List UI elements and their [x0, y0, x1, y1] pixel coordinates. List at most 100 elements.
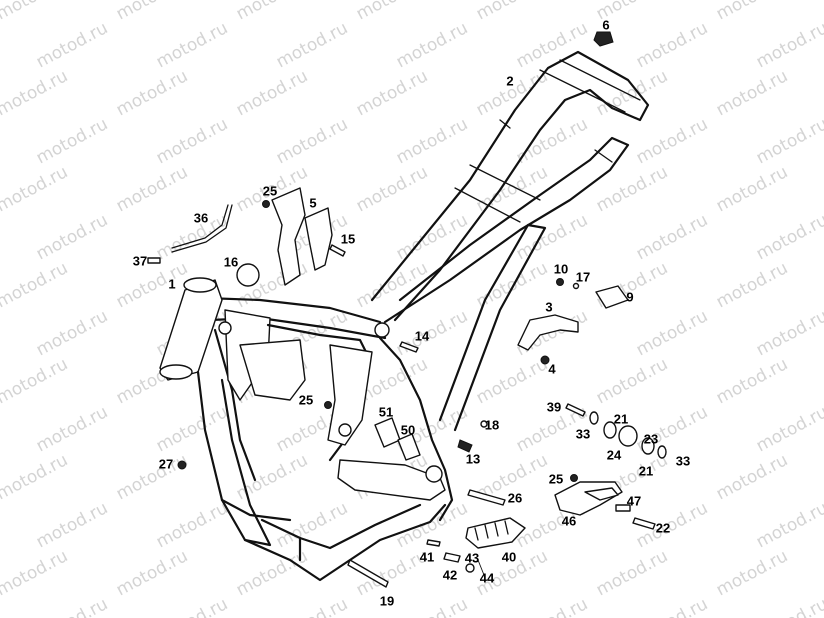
watermark-text: motod.ru	[753, 498, 824, 552]
watermark-text: motod.ru	[393, 210, 471, 264]
part-14-bolt	[399, 341, 419, 353]
lower-cradle-inner	[260, 503, 422, 550]
part-50-bushing	[397, 433, 421, 461]
part-46-footpeg-teeth	[584, 487, 619, 501]
callout-label: 25	[549, 471, 563, 486]
watermark-text: motod.ru	[33, 498, 111, 552]
callout-label: 17	[576, 269, 590, 284]
watermark-text: motod.ru	[633, 594, 711, 618]
watermark-text: motod.ru	[753, 210, 824, 264]
top-mount-boss	[374, 322, 390, 338]
callout-label: 1	[168, 276, 175, 291]
callout-label: 6	[602, 17, 609, 32]
watermark-text: motod.ru	[753, 594, 824, 618]
watermark-text: motod.ru	[593, 66, 671, 120]
watermark-text: motod.ru	[0, 0, 71, 24]
rear-plate	[327, 344, 373, 446]
watermark-text: motod.ru	[153, 18, 231, 72]
watermark-text: motod.ru	[0, 162, 71, 216]
callout-label: 42	[443, 567, 457, 582]
part-10-nut	[556, 278, 564, 286]
watermark-text: motod.ru	[273, 594, 351, 618]
part-39-bolt	[565, 403, 586, 417]
part-25-nut-top	[262, 200, 270, 208]
loose-parts	[147, 31, 667, 588]
part-41-pin	[426, 539, 441, 547]
watermark-text: motod.ru	[593, 546, 671, 600]
mid-plate	[239, 339, 306, 401]
callout-label: 33	[676, 453, 690, 468]
callout-label: 10	[554, 261, 568, 276]
watermark-text: motod.ru	[353, 162, 431, 216]
watermark-text: motod.ru	[0, 258, 71, 312]
watermark-text: motod.ru	[393, 594, 471, 618]
watermark-text: motod.ru	[393, 306, 471, 360]
watermark-text: motod.ru	[513, 210, 591, 264]
watermark-text: motod.ru	[753, 114, 824, 168]
main-frame	[159, 50, 650, 582]
part-33-washer	[589, 411, 599, 425]
part-42-spring	[443, 552, 461, 563]
watermark-text: motod.ru	[753, 402, 824, 456]
watermark-text: motod.ru	[113, 546, 191, 600]
callout-label: 3	[545, 299, 552, 314]
part-13-bolt	[457, 439, 473, 453]
watermark-text: motod.ru	[713, 162, 791, 216]
watermark-text: motod.ru	[473, 354, 551, 408]
rear-subframe-cross	[454, 59, 641, 223]
part-19-bolt	[347, 559, 389, 588]
part-44-cotter	[477, 559, 485, 576]
watermark-text: motod.ru	[153, 402, 231, 456]
part-4-bolt	[540, 355, 550, 365]
watermark-text: motod.ru	[353, 66, 431, 120]
watermark-text: motod.ru	[33, 210, 111, 264]
part-36-hose-edge	[171, 204, 233, 253]
watermark-text: motod.ru	[393, 18, 471, 72]
part-24-spacer	[618, 425, 638, 447]
watermark-text: motod.ru	[753, 306, 824, 360]
part-21-bearing	[603, 421, 617, 439]
watermark-text: motod.ru	[113, 258, 191, 312]
callout-label: 27	[159, 456, 173, 471]
callout-label: 9	[626, 289, 633, 304]
part-46-footpeg	[554, 481, 623, 516]
lower-cradle	[243, 503, 447, 582]
watermark-text: motod.ru	[0, 450, 71, 504]
part-47-pin	[615, 504, 631, 512]
part-36-hose	[171, 204, 229, 249]
watermark-text: motod.ru	[153, 114, 231, 168]
watermark-text: motod.ru	[593, 354, 671, 408]
rear-cross-member	[337, 459, 446, 501]
watermark-text: motod.ru	[33, 114, 111, 168]
part-3-bracket	[517, 314, 579, 351]
part-15-bolt	[329, 244, 346, 257]
front-loop	[220, 498, 302, 562]
callout-label: 51	[379, 404, 393, 419]
watermark-text: motod.ru	[0, 354, 71, 408]
watermark-text: motod.ru	[33, 306, 111, 360]
watermark-text: motod.ru	[233, 66, 311, 120]
callout-label: 22	[656, 520, 670, 535]
watermark-text: motod.ru	[593, 162, 671, 216]
watermark-text: motod.ru	[713, 546, 791, 600]
callout-label: 25	[263, 183, 277, 198]
swingarm-pivot-tube	[378, 336, 454, 522]
part-5-bracket-a	[271, 187, 306, 286]
watermark-text: motod.ru	[0, 546, 71, 600]
callout-label: 2	[506, 73, 513, 88]
watermark-text: motod.ru	[473, 0, 551, 24]
callout-label: 36	[194, 210, 208, 225]
watermark-text: motod.ru	[273, 114, 351, 168]
watermark-text: motod.ru	[713, 66, 791, 120]
watermark-text: motod.ru	[273, 18, 351, 72]
watermark-text: motod.ru	[113, 0, 191, 24]
watermark-text: motod.ru	[33, 594, 111, 618]
watermark-text: motod.ru	[513, 114, 591, 168]
part-25-nut-mid	[324, 401, 332, 409]
front-down-tube-inner	[213, 328, 257, 482]
rear-down-tube	[438, 223, 547, 432]
part-37-nipple	[147, 257, 161, 264]
callout-label: 16	[224, 254, 238, 269]
